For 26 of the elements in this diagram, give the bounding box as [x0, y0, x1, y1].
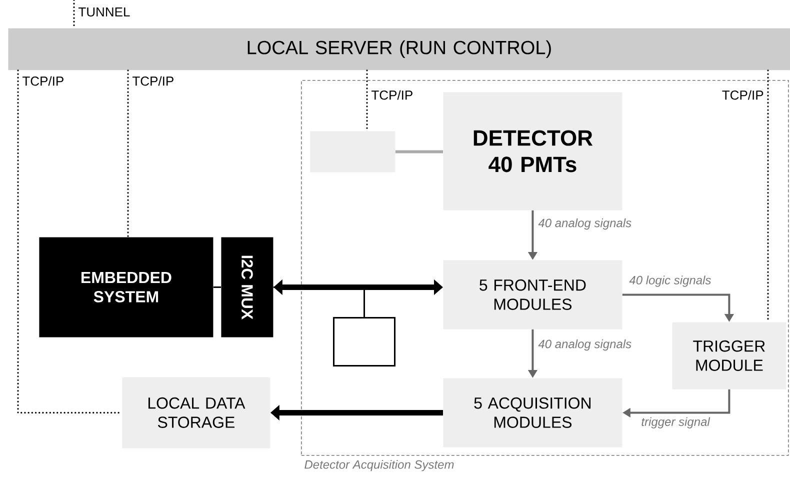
- connection-line: [366, 70, 368, 132]
- module-box: TRIGGER MODULE: [672, 322, 786, 390]
- detector-box: DETECTOR 40 PMTs: [443, 92, 622, 210]
- edge-label: 40 analog signals: [537, 217, 633, 231]
- sensor-box: [333, 317, 396, 366]
- edge-label: TUNNEL: [77, 6, 132, 18]
- frame-caption: Detector Acquisition System: [304, 460, 454, 472]
- connection-line: [127, 70, 129, 238]
- module-box: 5 FRONT-END MODULES: [443, 260, 622, 330]
- module-box: 5 ACQUISITION MODULES: [443, 378, 622, 448]
- connection-line: [73, 0, 75, 29]
- server-band: LOCAL SERVER (RUN CONTROL): [8, 28, 790, 70]
- edge-label: trigger signal: [640, 416, 711, 430]
- storage-box: LOCAL DATA STORAGE: [122, 377, 270, 448]
- mux-box: I2C MUX: [221, 237, 274, 338]
- module-box: [310, 131, 396, 172]
- system-box: EMBEDDED SYSTEM: [39, 237, 214, 338]
- connection-line: [273, 286, 365, 317]
- edge-label: 40 logic signals: [628, 274, 712, 288]
- connection-line: [395, 150, 443, 154]
- edge-label: TCP/IP: [131, 75, 176, 87]
- edge-label: TCP/IP: [21, 75, 66, 87]
- edge-label: 40 analog signals: [537, 338, 633, 352]
- edge-label: TCP/IP: [370, 89, 414, 101]
- connection-line: [213, 286, 221, 288]
- edge-label: TCP/IP: [720, 89, 765, 101]
